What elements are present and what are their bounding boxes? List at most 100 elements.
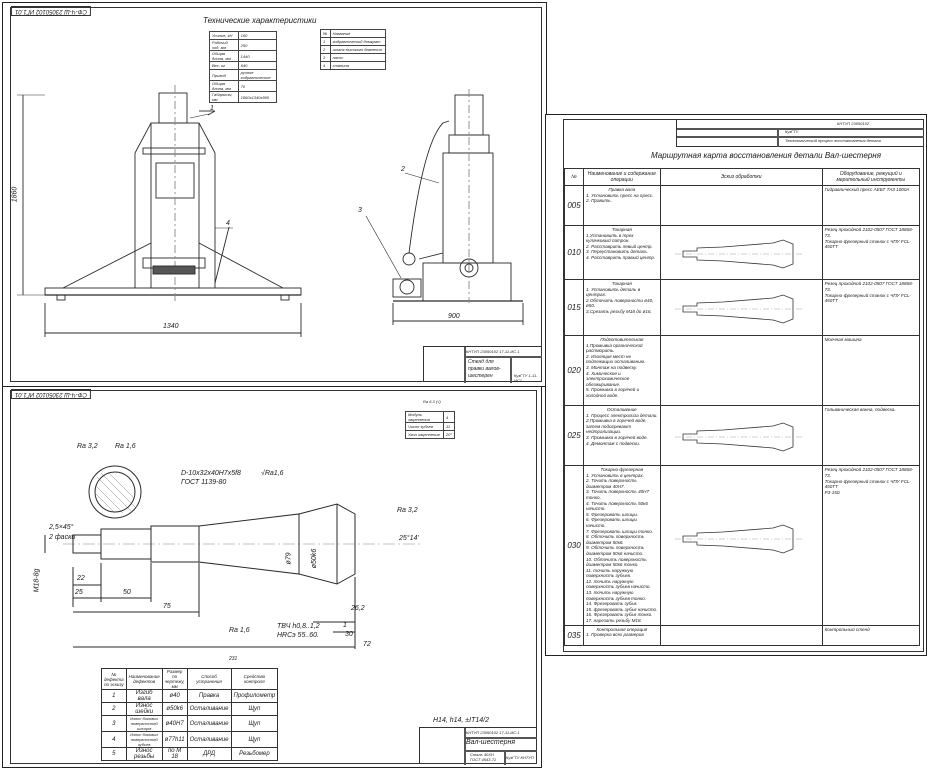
operation-sketch bbox=[659, 465, 823, 626]
dim-231: 231 bbox=[229, 656, 238, 662]
stamp-org: КузГТУ КНТУП bbox=[506, 755, 534, 760]
label-ra32-top: Ra 3,2 bbox=[77, 443, 98, 450]
defects-cell: 3 bbox=[101, 715, 127, 732]
operation-sketch bbox=[659, 624, 823, 646]
drawing-sheet-shaft: СФ-Ч-Ш 23050102 ИГ1.01 Модуль зацепления… bbox=[2, 386, 542, 768]
defects-cell: Правка bbox=[186, 689, 232, 703]
defects-cell: Износ боковых поверхностей зубьев bbox=[125, 731, 163, 748]
operation-equipment: Резец проходной 2102-0507 ГОСТ 18868-73.… bbox=[821, 279, 921, 336]
operation-name: Правка вала bbox=[608, 187, 636, 192]
label-1: 1 bbox=[210, 105, 214, 112]
operation-equipment: Моечная машина bbox=[821, 335, 921, 406]
label-thread: М18-8g bbox=[33, 568, 41, 593]
operation-number: 015 bbox=[564, 279, 584, 336]
operation-number: 005 bbox=[564, 185, 584, 226]
operation-number: 030 bbox=[564, 465, 584, 626]
defects-cell: 1 bbox=[101, 689, 127, 703]
drawing-sheet-stand: СФ-Ч-Ш 23050102 ИГ1.01 Технические харак… bbox=[2, 2, 547, 387]
label-tolerances: H14, h14, ±IT14/2 bbox=[433, 717, 489, 724]
label-hrc: HRCэ 55..60. bbox=[277, 632, 319, 639]
spec-cell: ручное гидравлическое bbox=[237, 69, 278, 81]
operation-sketch bbox=[659, 405, 823, 466]
operation-equipment: Контрольный стенд bbox=[821, 624, 921, 646]
shaft-sketch bbox=[674, 294, 803, 324]
operation-name: Токарно-фрезерная bbox=[600, 467, 644, 472]
defects-cell: 4 bbox=[101, 731, 127, 748]
dim-1: 1 bbox=[343, 622, 347, 629]
defects-cell: Осталивание bbox=[186, 702, 232, 716]
operation-steps: 1. Процесс электролиза детали. 2.Промывк… bbox=[585, 412, 658, 446]
operation-steps: 1. Установить пресс на пресс. 2. Править… bbox=[585, 192, 654, 204]
shaft-sketch bbox=[674, 422, 803, 452]
defects-header-cell: Способ устранения bbox=[186, 668, 232, 690]
dim-width: 1340 bbox=[163, 323, 179, 330]
header-block: КНТУП 23050102 Технологический процесс в… bbox=[676, 119, 924, 147]
dim-22: 22 bbox=[77, 575, 85, 582]
defects-cell: ø40 bbox=[161, 689, 188, 703]
stamp-name: Вал-шестерня bbox=[466, 739, 516, 746]
label-chamfer: 2,5×45° bbox=[49, 524, 74, 531]
label-3: 3 bbox=[358, 207, 362, 214]
title-block: КНТУП 23050102 17-11-ИС.1 Вал-шестерня С… bbox=[419, 727, 537, 765]
route-card-title: Маршрутная карта восстановления детали В… bbox=[651, 151, 881, 160]
operation-number: 020 bbox=[564, 335, 584, 406]
stand-front-view bbox=[17, 85, 524, 337]
defects-cell: Щуп bbox=[230, 731, 279, 748]
dim-75: 75 bbox=[163, 603, 171, 610]
label-ra32-right: Ra 3,2 bbox=[397, 507, 418, 514]
operation-name: Осталивание bbox=[606, 407, 637, 412]
shaft-drawing bbox=[44, 465, 423, 649]
label-ra16-bottom: Ra 1,6 bbox=[229, 627, 250, 634]
defects-cell: ø77h11 bbox=[161, 731, 188, 748]
roughness-note: Ra 6.3 (√) bbox=[423, 399, 441, 404]
defects-cell: Износ шейки bbox=[125, 702, 163, 716]
operation-name: Контрольная операция bbox=[596, 626, 648, 632]
operation-name: Токарная bbox=[611, 227, 632, 232]
defects-header-cell: № дефекта по эскизу bbox=[101, 668, 127, 690]
operation-equipment: Гидравлический пресс АЕБТ ТАЗ 1000А bbox=[821, 185, 921, 226]
spec-cell: 1440 bbox=[237, 50, 278, 62]
operation-steps: 1. Установить деталь в центрах. 2.Обточи… bbox=[585, 286, 654, 314]
stamp-code: КНТУП 23050102 17-11-ИС.1 bbox=[466, 349, 520, 354]
sheet-frame bbox=[10, 7, 542, 382]
operation-number: 010 bbox=[564, 225, 584, 280]
defects-cell: Изгиб вала bbox=[125, 689, 163, 703]
dim-depth: 900 bbox=[448, 313, 460, 320]
operation-name: Подготовительная bbox=[600, 337, 644, 342]
defects-cell: Щуп bbox=[230, 702, 279, 716]
operation-equipment: Резец проходной 2102-0507 ГОСТ 18868-73.… bbox=[821, 225, 921, 280]
spec-cell: Габариты, мм bbox=[209, 91, 239, 103]
operation-sketch bbox=[659, 279, 823, 336]
sheet-title: Технические характеристики bbox=[203, 16, 317, 25]
dim-50: 50 bbox=[123, 589, 131, 596]
dim-25: 25 bbox=[75, 589, 83, 596]
defects-cell: Осталивание bbox=[186, 731, 232, 748]
label-ra16-spline: √Ra1,6 bbox=[261, 470, 284, 477]
operation-steps: 1. Проверка всех размеров bbox=[585, 632, 644, 638]
defects-cell: Износ резьбы bbox=[125, 747, 163, 761]
operation-steps: 1. Установить в центрах. 2. Точить повер… bbox=[585, 472, 658, 624]
dim-30: 30 bbox=[345, 631, 353, 638]
defects-cell: по М 18 bbox=[161, 747, 188, 761]
operation-equipment: Резец проходной 2102-0507 ГОСТ 18868-73.… bbox=[821, 465, 921, 626]
operation-sketch bbox=[659, 225, 823, 280]
defects-header-cell: Наименование дефектов bbox=[125, 668, 163, 690]
label-2: 2 bbox=[401, 166, 405, 173]
